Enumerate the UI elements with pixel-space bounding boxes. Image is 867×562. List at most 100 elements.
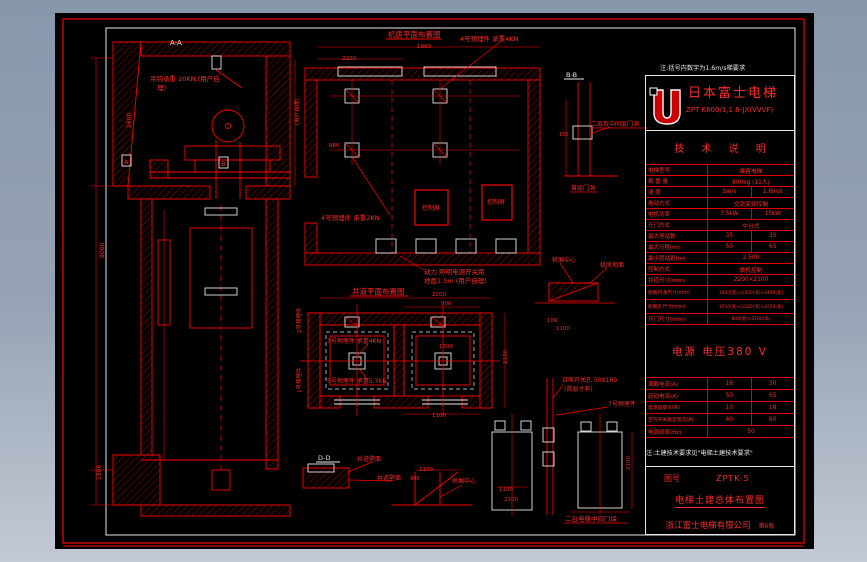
table-cell-value: 65	[750, 242, 795, 252]
table-row-label: 最大行程(m)	[646, 242, 708, 252]
drawing-label: 2600	[126, 113, 133, 128]
table-cell-value: 50	[725, 392, 733, 399]
table-row: 速 度 1m/s 1.6m/s	[646, 187, 794, 198]
table-cell-value: 16	[725, 380, 733, 387]
table-cell-value: 1550(宽)×1520(深)×2550(高)	[718, 304, 784, 310]
brand-name: 日本富士电梯	[688, 86, 779, 101]
table-row-label: 开门尺寸(mm)	[646, 314, 708, 324]
drawing-label: 2200	[342, 56, 356, 62]
drawing-label: 4号预埋件 承重4KN	[460, 34, 519, 43]
door-jamb-section	[564, 78, 648, 193]
machine-room-plan	[304, 38, 615, 304]
drawing-label: 2100	[503, 350, 509, 364]
table-row: 电源频率(Hz)50	[646, 426, 794, 438]
table-cell-value: 40	[725, 416, 733, 423]
table-row-label: 电梯型号	[646, 165, 708, 175]
table-cell-value: 7.5kW	[720, 211, 739, 217]
table-row-label: 载 重 量	[646, 176, 708, 186]
drawing-label: 1100	[432, 413, 446, 419]
drawing-label: 1100	[419, 467, 433, 473]
table-row-label: 起动电流(A)	[646, 390, 708, 401]
table-row: 载 重 量 800kg (11人)	[646, 176, 794, 187]
table-cell-value: 18	[750, 402, 795, 413]
table-row-label: 轿厢外尺寸(mm)	[646, 300, 708, 313]
drawing-label: 二层及中间层门洞	[591, 120, 639, 128]
table-cell-value: 交流变频控制	[733, 201, 769, 208]
drawing-label: 150	[559, 132, 569, 138]
table-row-label: 满载电流(A)	[646, 378, 708, 389]
edition-label: 第6版	[758, 522, 775, 530]
table-cell-value: 50	[725, 244, 733, 250]
drawing-label: 1号预埋件	[295, 367, 303, 393]
drawing-number-label: 图号	[664, 473, 680, 483]
drawing-label: 900	[441, 301, 452, 307]
drawing-label: 注:土建技术要求见"电梯土建技术要求"	[646, 449, 753, 457]
drawing-label: 注:括号内数字为1.6m/s梯要求	[660, 64, 745, 72]
drawing-label: 900	[410, 476, 420, 482]
table-row: 电梯型号 乘客电梯	[646, 165, 794, 176]
table-cell-value: 65	[750, 390, 795, 401]
table-cell-value: 微机控制	[739, 267, 763, 274]
company-name: 浙江富士电梯有限公司	[665, 521, 751, 531]
company-row: 浙江富士电梯有限公司 第6版	[646, 512, 794, 538]
table-cell-value: 30	[750, 378, 795, 389]
drawing-label: 3号预埋件 承重4KN	[327, 337, 381, 345]
drawing-label: 1100	[499, 487, 513, 493]
table-cell-value: 35	[725, 233, 733, 239]
drawing-number-row: 图号 ZPTK-5	[646, 467, 794, 489]
table-cell-value: 800(宽)×2100(高)	[731, 317, 771, 322]
fuji-logo-icon	[649, 87, 681, 125]
table-row-label: 电源频率(Hz)	[646, 426, 708, 437]
table-cell-value: 1.6m/s	[750, 187, 795, 197]
drawing-label: 井道壁面	[377, 474, 401, 482]
note-area	[646, 438, 794, 466]
drawing-label: 动力,照明电源开关距	[424, 267, 485, 276]
table-cell-value: 800kg (11人)	[732, 179, 770, 186]
table-cell-value: 35	[750, 231, 795, 241]
power-voltage-header: 电源 电压380 V	[672, 345, 768, 358]
model-number: ZPT K800/1,1.6-JX(VVVF)	[686, 106, 774, 114]
drawing-label: 吊钩承重 20KN,(用户自	[150, 74, 220, 83]
drawing-label: 2100	[626, 456, 632, 470]
table-cell-value: 乘客电梯	[739, 168, 763, 175]
sill-detail	[392, 469, 472, 506]
table-row: 最小层站距(m)2.500	[646, 253, 794, 264]
table-cell-value: 60	[750, 414, 795, 425]
drawing-label: A-A	[170, 39, 182, 47]
table-row: 轿厢内净尺寸(mm)1400(宽)×1350(深)×2400(高)	[646, 286, 794, 300]
drawing-label: 轿厢中心	[552, 256, 576, 264]
table-row: 井道尺寸(mm)2200×2100	[646, 275, 794, 286]
drawing-label: D-D	[318, 454, 330, 462]
drawing-label: 2100	[504, 497, 518, 503]
drawing-label: 机房地面	[600, 261, 624, 269]
drawing-label: (用户自理)	[293, 99, 301, 125]
table-row: 空气开关额定电流(A) 40 60	[646, 414, 794, 426]
table-row: 控制方式微机控制	[646, 264, 794, 275]
drawing-label: 二台电梯中间门垛	[565, 514, 618, 523]
table-row-label: 速 度	[646, 187, 708, 197]
drawing-number-value: ZPTK-5	[716, 473, 750, 483]
shaft-section-view	[90, 41, 296, 517]
drawing-label: 4号预埋件 承重2KN	[321, 213, 380, 222]
drawing-label: 轿厢中心	[452, 477, 476, 485]
drawing-label: A	[124, 158, 129, 166]
table-row: 开门尺寸(mm) 800(宽)×2100(高)	[646, 314, 794, 325]
dd-detail	[302, 461, 393, 489]
table-row: 最大行程(m) 50 65	[646, 242, 794, 253]
doc-block: 图号 ZPTK-5 电梯土建总体布置图 浙江富士电梯有限公司 第6版	[646, 466, 794, 537]
table-cell-value: 1m/s	[722, 189, 737, 195]
table-row-label: 井道尺寸(mm)	[646, 275, 708, 285]
table-cell-value: 1400(宽)×1350(深)×2400(高)	[718, 290, 784, 296]
drawing-label: B-B	[566, 71, 577, 79]
drawing-label: 井道平面布置图	[352, 286, 405, 296]
table-row: 起动电流(A) 50 65	[646, 390, 794, 402]
drawing-label: 井道壁面	[357, 455, 381, 463]
table-row-label: 开门方式	[646, 220, 708, 230]
table-row-label: 空气开关额定电流(A)	[646, 414, 708, 425]
drawing-label: 1700	[439, 344, 453, 350]
